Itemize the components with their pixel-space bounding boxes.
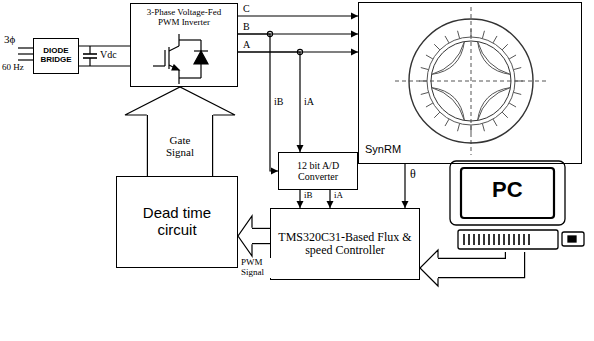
block-arrow-outline <box>147 115 213 176</box>
node-label: TMS320C31-Based Flux & speed Controller <box>277 231 413 258</box>
node-illustration <box>359 3 583 165</box>
synrm-cross-section <box>395 7 547 155</box>
connector-path <box>404 164 405 208</box>
block-box: TMS320C31-Based Flux & speed Controller <box>270 208 420 280</box>
signal-label: iB <box>273 96 284 107</box>
block-arrow <box>238 216 270 256</box>
node-label: SynRM <box>365 143 401 155</box>
block-arrow-body <box>438 252 515 268</box>
signal-label: C <box>242 3 251 14</box>
block-box: 3-Phase Voltage-Fed PWM Inverter <box>130 3 238 87</box>
signal-line <box>79 46 130 47</box>
block-arrow-head-fill <box>125 87 235 115</box>
block-arrow-head <box>125 87 235 115</box>
block-box: Dead time circuit <box>116 176 238 268</box>
node-label: DIODE BRIDGE <box>36 47 76 65</box>
dc-bus-lower-rail <box>79 65 130 66</box>
signal-label: iA <box>303 96 315 107</box>
pc-illustration <box>450 161 584 249</box>
signal-label: PWM Signal <box>240 258 272 278</box>
signal-label: Gate Signal <box>156 133 204 157</box>
text-wrapper: DIODE BRIDGE <box>34 39 78 73</box>
text-wrapper: SynRM <box>359 3 581 163</box>
current-sensor-taps <box>267 31 302 54</box>
signal-line <box>405 164 406 208</box>
text-wrapper: PC <box>440 160 588 252</box>
signal-line <box>330 190 331 208</box>
igbt-diode-symbol <box>153 34 208 84</box>
connector-path <box>79 45 130 46</box>
block-arrow <box>420 250 515 286</box>
connector-path <box>329 190 330 208</box>
signal-line <box>238 52 300 152</box>
signal-label: iA <box>333 191 344 201</box>
block-arrow-head-fill <box>238 216 252 256</box>
signal-label: iB <box>303 191 314 201</box>
three-phase-input-lines <box>18 48 33 60</box>
signal-label: A <box>242 39 251 50</box>
signal-label: θ <box>409 168 417 181</box>
node-label: 12 bit A/D Converter <box>282 160 354 182</box>
block-arrow <box>125 87 235 176</box>
block-arrow-outline <box>252 228 270 244</box>
block-arrow-head <box>238 216 252 256</box>
block-box: 12 bit A/D Converter <box>278 152 358 190</box>
connector-path <box>238 15 358 16</box>
computer-icon: PC <box>440 160 588 252</box>
block-arrow-outline <box>438 252 515 268</box>
signal-line <box>300 190 301 208</box>
motor-box: SynRM <box>358 2 582 164</box>
signal-line <box>238 34 278 171</box>
block-arrow-body <box>252 229 270 243</box>
node-illustration <box>440 160 588 252</box>
dc-link-capacitor <box>83 46 97 66</box>
supply-label: 3ϕ <box>3 33 16 45</box>
connector-path <box>299 190 300 208</box>
supply-label: 60 Hz <box>1 63 25 73</box>
text-wrapper: 12 bit A/D Converter <box>279 153 357 189</box>
node-label: Dead time circuit <box>125 205 229 239</box>
text-wrapper: 3-Phase Voltage-Fed PWM Inverter <box>131 4 237 86</box>
connector-path <box>238 52 300 152</box>
signal-label: B <box>242 21 251 32</box>
connector-path <box>238 34 278 171</box>
block-arrow-body <box>148 115 212 176</box>
block-arrow-head <box>420 250 438 286</box>
text-wrapper: Dead time circuit <box>117 177 237 267</box>
node-label: PC <box>492 178 523 203</box>
text-wrapper: TMS320C31-Based Flux & speed Controller <box>271 209 419 279</box>
block-box: DIODE BRIDGE <box>33 38 79 74</box>
voltage-label: Vdc <box>99 49 118 60</box>
node-label: 3-Phase Voltage-Fed PWM Inverter <box>135 7 233 27</box>
signal-line <box>238 16 358 17</box>
block-arrow-head-fill <box>420 250 438 286</box>
